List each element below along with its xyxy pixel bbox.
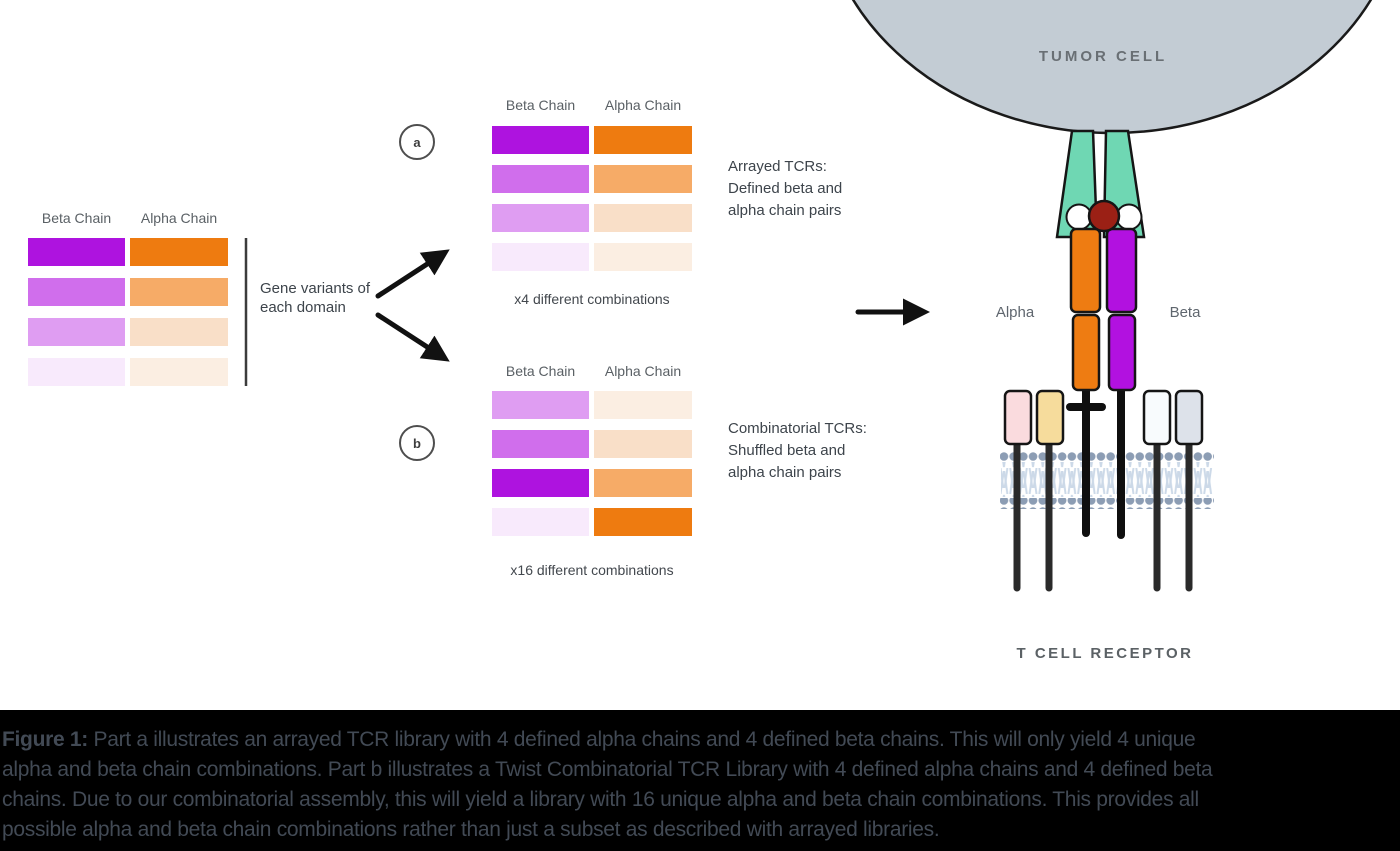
- tcr-chains: [1069, 227, 1138, 392]
- left-gene-variant-bars: [28, 238, 228, 398]
- combinatorial-tcr-bars: [492, 391, 692, 547]
- beta-chain-bar: [492, 391, 589, 419]
- beta-chain-bar: [492, 508, 589, 536]
- tcr-chain-stems: [1066, 386, 1125, 539]
- chain-pair-row: [492, 243, 692, 271]
- accessory-domain-pink: [1003, 389, 1033, 446]
- chain-pair-row: [492, 469, 692, 497]
- mhc-notch-right: [1115, 203, 1143, 231]
- group-a-beta-chain-header: Beta Chain: [505, 97, 576, 113]
- cell-membrane: [1000, 450, 1214, 509]
- beta-chain-bar: [492, 243, 589, 271]
- caption-line-1: Figure 1: Part a illustrates an arrayed …: [2, 725, 1400, 755]
- diagram-artwork: [244, 0, 1373, 592]
- alpha-chain-bar: [130, 318, 228, 346]
- group-b-alpha-chain-header: Alpha Chain: [604, 363, 682, 379]
- tumor-cell-shape: [851, 0, 1373, 135]
- caption-figure-label: Figure 1:: [2, 728, 88, 751]
- tcr-alpha-upper-domain: [1069, 227, 1102, 314]
- combinatorial-description-line3: alpha chain pairs: [728, 464, 842, 481]
- gene-variants-note-line1: Gene variants of: [260, 280, 371, 297]
- alpha-chain-bar: [594, 391, 692, 419]
- gene-variants-note-line2: each domain: [260, 299, 346, 316]
- caption-line-4: possible alpha and beta chain combinatio…: [2, 818, 940, 841]
- left-beta-chain-header: Beta Chain: [41, 210, 112, 226]
- chain-pair-row: [492, 391, 692, 419]
- chain-pair-row: [492, 508, 692, 536]
- arrayed-description-line1: Arrayed TCRs:: [728, 158, 827, 175]
- alpha-chain-bar: [130, 238, 228, 266]
- peptide-circle: [1087, 199, 1121, 233]
- alpha-chain-bar: [594, 508, 692, 536]
- arrayed-description-line3: alpha chain pairs: [728, 202, 842, 219]
- alpha-chain-bar: [130, 358, 228, 386]
- chain-pair-row: [28, 318, 228, 346]
- caption-line-1-text: Part a illustrates an arrayed TCR librar…: [87, 728, 1196, 751]
- caption-line-2: alpha and beta chain combinations. Part …: [2, 758, 1213, 781]
- alpha-chain-bar: [594, 243, 692, 271]
- group-a-alpha-chain-header: Alpha Chain: [604, 97, 682, 113]
- tumor-cell-label: TUMOR CELL: [1038, 48, 1168, 65]
- group-a-combinations-label: x4 different combinations: [514, 291, 670, 307]
- beta-chain-bar: [28, 358, 125, 386]
- arrow-to-arrayed-icon: [375, 249, 450, 299]
- group-b-combinations-label: x16 different combinations: [510, 562, 674, 578]
- chain-pair-row: [492, 204, 692, 232]
- beta-chain-bar: [492, 204, 589, 232]
- tcr-alpha-lower-domain: [1071, 313, 1101, 392]
- figure-caption: Figure 1: Part a illustrates an arrayed …: [0, 710, 1400, 851]
- caption-line-3: chains. Due to our combinatorial assembl…: [2, 788, 1199, 811]
- arrayed-description-line2: Defined beta and: [728, 180, 843, 197]
- beta-chain-bar: [28, 238, 125, 266]
- accessory-domain-white: [1142, 389, 1172, 446]
- branch-arrows: [375, 249, 931, 362]
- beta-chain-bar: [492, 430, 589, 458]
- beta-chain-label: Beta: [1169, 304, 1201, 321]
- alpha-chain-bar: [594, 165, 692, 193]
- left-alpha-chain-header: Alpha Chain: [140, 210, 218, 226]
- chain-pair-row: [492, 126, 692, 154]
- alpha-chain-bar: [594, 469, 692, 497]
- alpha-chain-label: Alpha: [995, 304, 1035, 321]
- chain-pair-row: [28, 238, 228, 266]
- tcr-beta-upper-domain: [1105, 227, 1138, 314]
- chain-pair-row: [28, 278, 228, 306]
- arrayed-description: Arrayed TCRs: Defined beta and alpha cha…: [728, 156, 868, 222]
- alpha-chain-bar: [594, 430, 692, 458]
- group-b-beta-chain-header: Beta Chain: [505, 363, 576, 379]
- beta-chain-bar: [492, 469, 589, 497]
- chain-pair-row: [492, 430, 692, 458]
- beta-chain-bar: [28, 278, 125, 306]
- combinatorial-description: Combinatorial TCRs: Shuffled beta and al…: [728, 418, 888, 484]
- gene-variants-note: Gene variants of each domain: [260, 279, 380, 317]
- accessory-chain-stems: [1013, 436, 1193, 592]
- chain-pair-row: [492, 165, 692, 193]
- alpha-chain-bar: [594, 204, 692, 232]
- alpha-chain-bar: [594, 126, 692, 154]
- beta-chain-bar: [492, 165, 589, 193]
- beta-chain-bar: [492, 126, 589, 154]
- mhc-notch-left: [1065, 203, 1093, 231]
- alpha-chain-bar: [130, 278, 228, 306]
- beta-chain-bar: [28, 318, 125, 346]
- combinatorial-description-line1: Combinatorial TCRs:: [728, 420, 867, 437]
- badge-b: b: [399, 425, 435, 461]
- accessory-domain-tan: [1035, 389, 1065, 446]
- arrayed-tcr-bars: [492, 126, 692, 282]
- combinatorial-description-line2: Shuffled beta and: [728, 442, 846, 459]
- badge-a: a: [399, 124, 435, 160]
- accessory-domain-gray: [1174, 389, 1204, 446]
- chain-pair-row: [28, 358, 228, 386]
- tcr-beta-lower-domain: [1107, 313, 1137, 392]
- accessory-domains: [1003, 389, 1204, 446]
- arrow-to-combinatorial-icon: [375, 312, 450, 362]
- t-cell-receptor-label: T CELL RECEPTOR: [1016, 645, 1194, 662]
